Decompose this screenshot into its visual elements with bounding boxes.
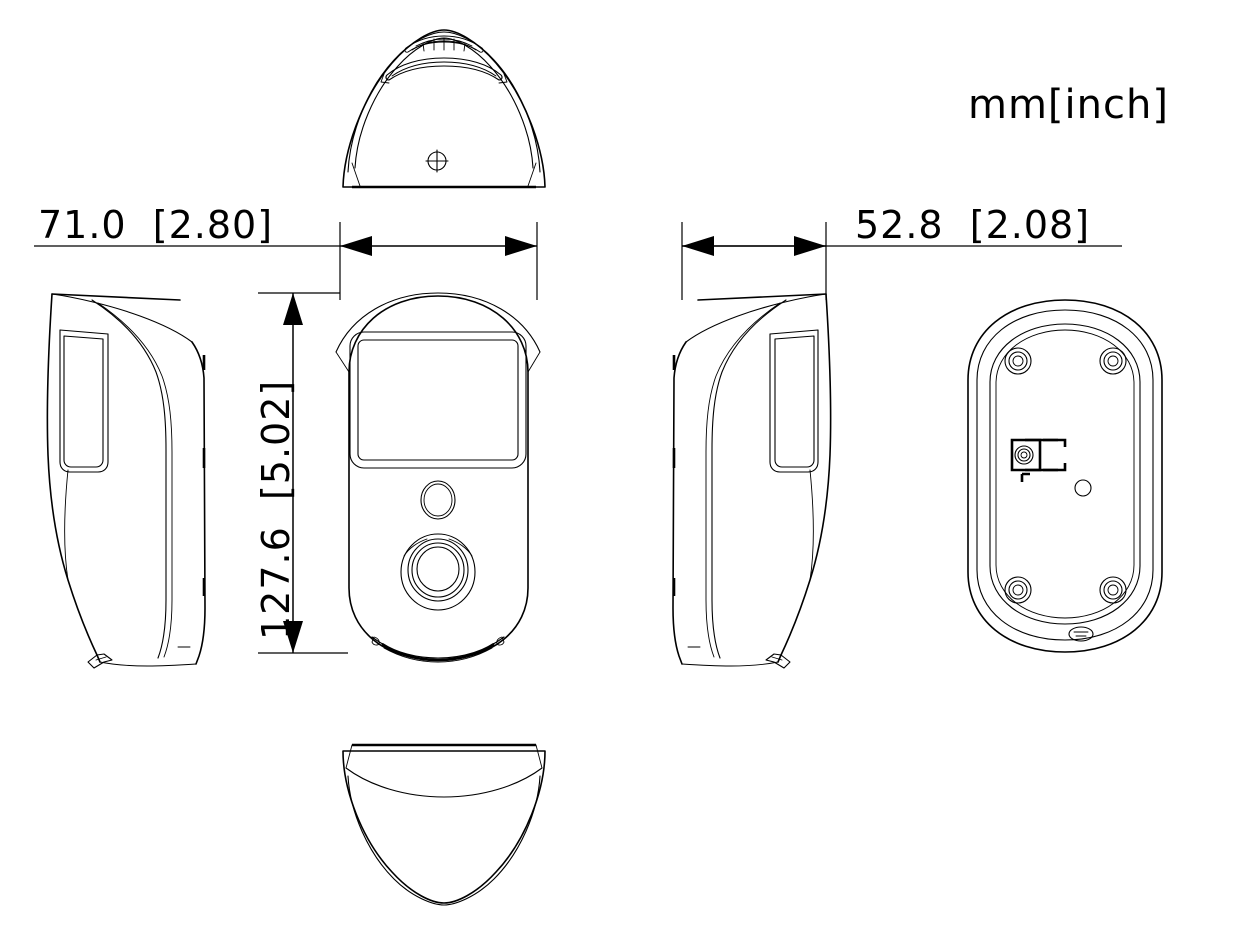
mount-bracket-square — [1010, 438, 1042, 472]
rear-view-screw-boss-top-left — [1004, 347, 1032, 375]
right-view-rear-contour — [672, 341, 687, 665]
mount-bracket-boss-inner — [1020, 451, 1028, 459]
front-view-sensor-circle-inner — [423, 483, 453, 517]
dimension-height-arrow-top — [283, 293, 303, 325]
right-view-seam-outer — [711, 299, 787, 659]
right-view-window-top — [769, 329, 819, 335]
bottom-view-shoulders — [345, 744, 543, 769]
right-view-top-edge — [697, 293, 827, 301]
front-view-bottom-recess-outer — [371, 636, 505, 659]
front-view-display-bezel — [349, 331, 527, 469]
front-view-lens-highlight-right — [448, 538, 473, 557]
top-view-cap-band-outer — [347, 31, 541, 173]
top-view-grille-outline — [404, 35, 484, 53]
rear-view-screw-boss-top-right — [1099, 347, 1127, 375]
front-view-bottom-recess-band — [381, 642, 495, 662]
front-view-display-panel — [357, 339, 519, 461]
bottom-view-inner-curve — [347, 775, 541, 906]
left-view-bottom-edge — [99, 661, 197, 667]
bottom-view — [342, 743, 546, 906]
front-view-body-outline — [348, 295, 529, 661]
right-view-bottom-clip — [765, 653, 791, 669]
mount-bracket-open-right — [1043, 438, 1067, 472]
left-view-seam-inner — [97, 302, 173, 658]
front-view-lens-ring-4 — [416, 546, 460, 592]
front-view-lens-ring-3 — [411, 542, 465, 598]
rear-view-small-hole — [1074, 479, 1092, 497]
bottom-view-outline — [342, 750, 546, 904]
front-view — [335, 292, 541, 663]
top-view — [342, 29, 546, 189]
dimension-height: 127.6 [5.02] — [254, 292, 348, 654]
rear-view-outer-shell — [967, 299, 1163, 653]
right-view-window-recess — [769, 329, 819, 473]
rear-view-inner-plate — [989, 323, 1141, 625]
left-view-window-recess — [59, 329, 109, 473]
dimension-height-label: 127.6 [5.02] — [254, 380, 298, 640]
left-view-front-contour — [46, 293, 101, 663]
front-view-dome-join-left — [335, 351, 350, 373]
right-view-top-curve — [685, 293, 827, 343]
rear-view-inner-plate-edge — [995, 329, 1135, 619]
left-view-bottom-clip — [87, 653, 113, 669]
front-view-bottom-recess-inner — [383, 647, 493, 663]
dimension-depth-label: 52.8 [2.08] — [855, 203, 1090, 247]
rear-view-screw-boss-bottom-left — [1004, 576, 1032, 604]
top-view-slot-vent-outer — [385, 57, 503, 81]
right-view-front-contour — [777, 293, 832, 663]
front-view-lens-highlight-left — [403, 538, 428, 557]
dimension-height-arrow-bottom — [283, 621, 303, 653]
dimension-width: 71.0 [2.80] — [34, 203, 538, 300]
dimension-depth: 52.8 [2.08] — [681, 203, 1122, 300]
left-view-top-edge — [51, 293, 181, 301]
mount-bracket-boss-mid — [1017, 448, 1031, 462]
top-view-outline — [342, 29, 546, 188]
rear-view-mount-bracket — [1010, 438, 1067, 482]
mount-bracket-boss-outer — [1014, 445, 1034, 465]
right-view-window-inner — [774, 335, 815, 468]
front-view-lens-ring-2 — [407, 538, 469, 602]
dimension-width-arrow-right — [505, 236, 537, 256]
left-view-seam-outer — [91, 299, 167, 659]
left-view-top-curve — [51, 293, 193, 343]
mount-bracket-tick — [1020, 472, 1030, 482]
top-view-slot-tab-right — [498, 73, 508, 84]
top-view-shoulder-creases — [351, 162, 537, 187]
front-view-sensor-circle-outer — [420, 480, 456, 520]
top-view-slot-tab-left — [380, 73, 390, 84]
front-view-top-dome — [335, 292, 541, 353]
rear-view-screw-boss-bottom-right — [1099, 576, 1127, 604]
left-view-rear-contour — [191, 341, 206, 665]
right-view-bottom-edge — [681, 661, 779, 667]
rear-view-bottom-tab — [1068, 626, 1094, 642]
left-view-window-top — [59, 329, 109, 335]
screw-cross-icon — [425, 149, 449, 173]
front-view-recess-notch-right — [496, 636, 505, 646]
top-view-grille-lines — [411, 37, 477, 52]
rear-view — [967, 299, 1163, 653]
right-view-bottom-clip-line — [771, 656, 783, 661]
top-view-slot-vent-inner — [391, 61, 497, 77]
rear-view-shell-inner-edge — [976, 309, 1154, 641]
right-side-view — [672, 293, 832, 669]
front-view-recess-notch-left — [371, 636, 380, 646]
dimension-width-arrow-left — [340, 236, 372, 256]
front-view-lens-ring-1 — [400, 533, 476, 611]
left-view-bottom-clip-line — [95, 656, 107, 661]
bottom-view-crease — [345, 767, 543, 798]
unit-note-label: mm[inch] — [968, 82, 1169, 128]
right-view-seam-inner — [705, 302, 781, 658]
mount-bracket-rails — [1025, 438, 1058, 472]
right-view-lower-taper — [809, 469, 814, 581]
left-view-window-inner — [63, 335, 104, 468]
left-view-lower-taper — [64, 469, 69, 581]
front-view-dome-join-right — [527, 351, 541, 373]
dimension-width-label: 71.0 [2.80] — [38, 203, 273, 247]
left-side-view — [46, 293, 206, 669]
dimension-depth-arrow-right — [794, 236, 826, 256]
dimension-depth-arrow-left — [682, 236, 714, 256]
